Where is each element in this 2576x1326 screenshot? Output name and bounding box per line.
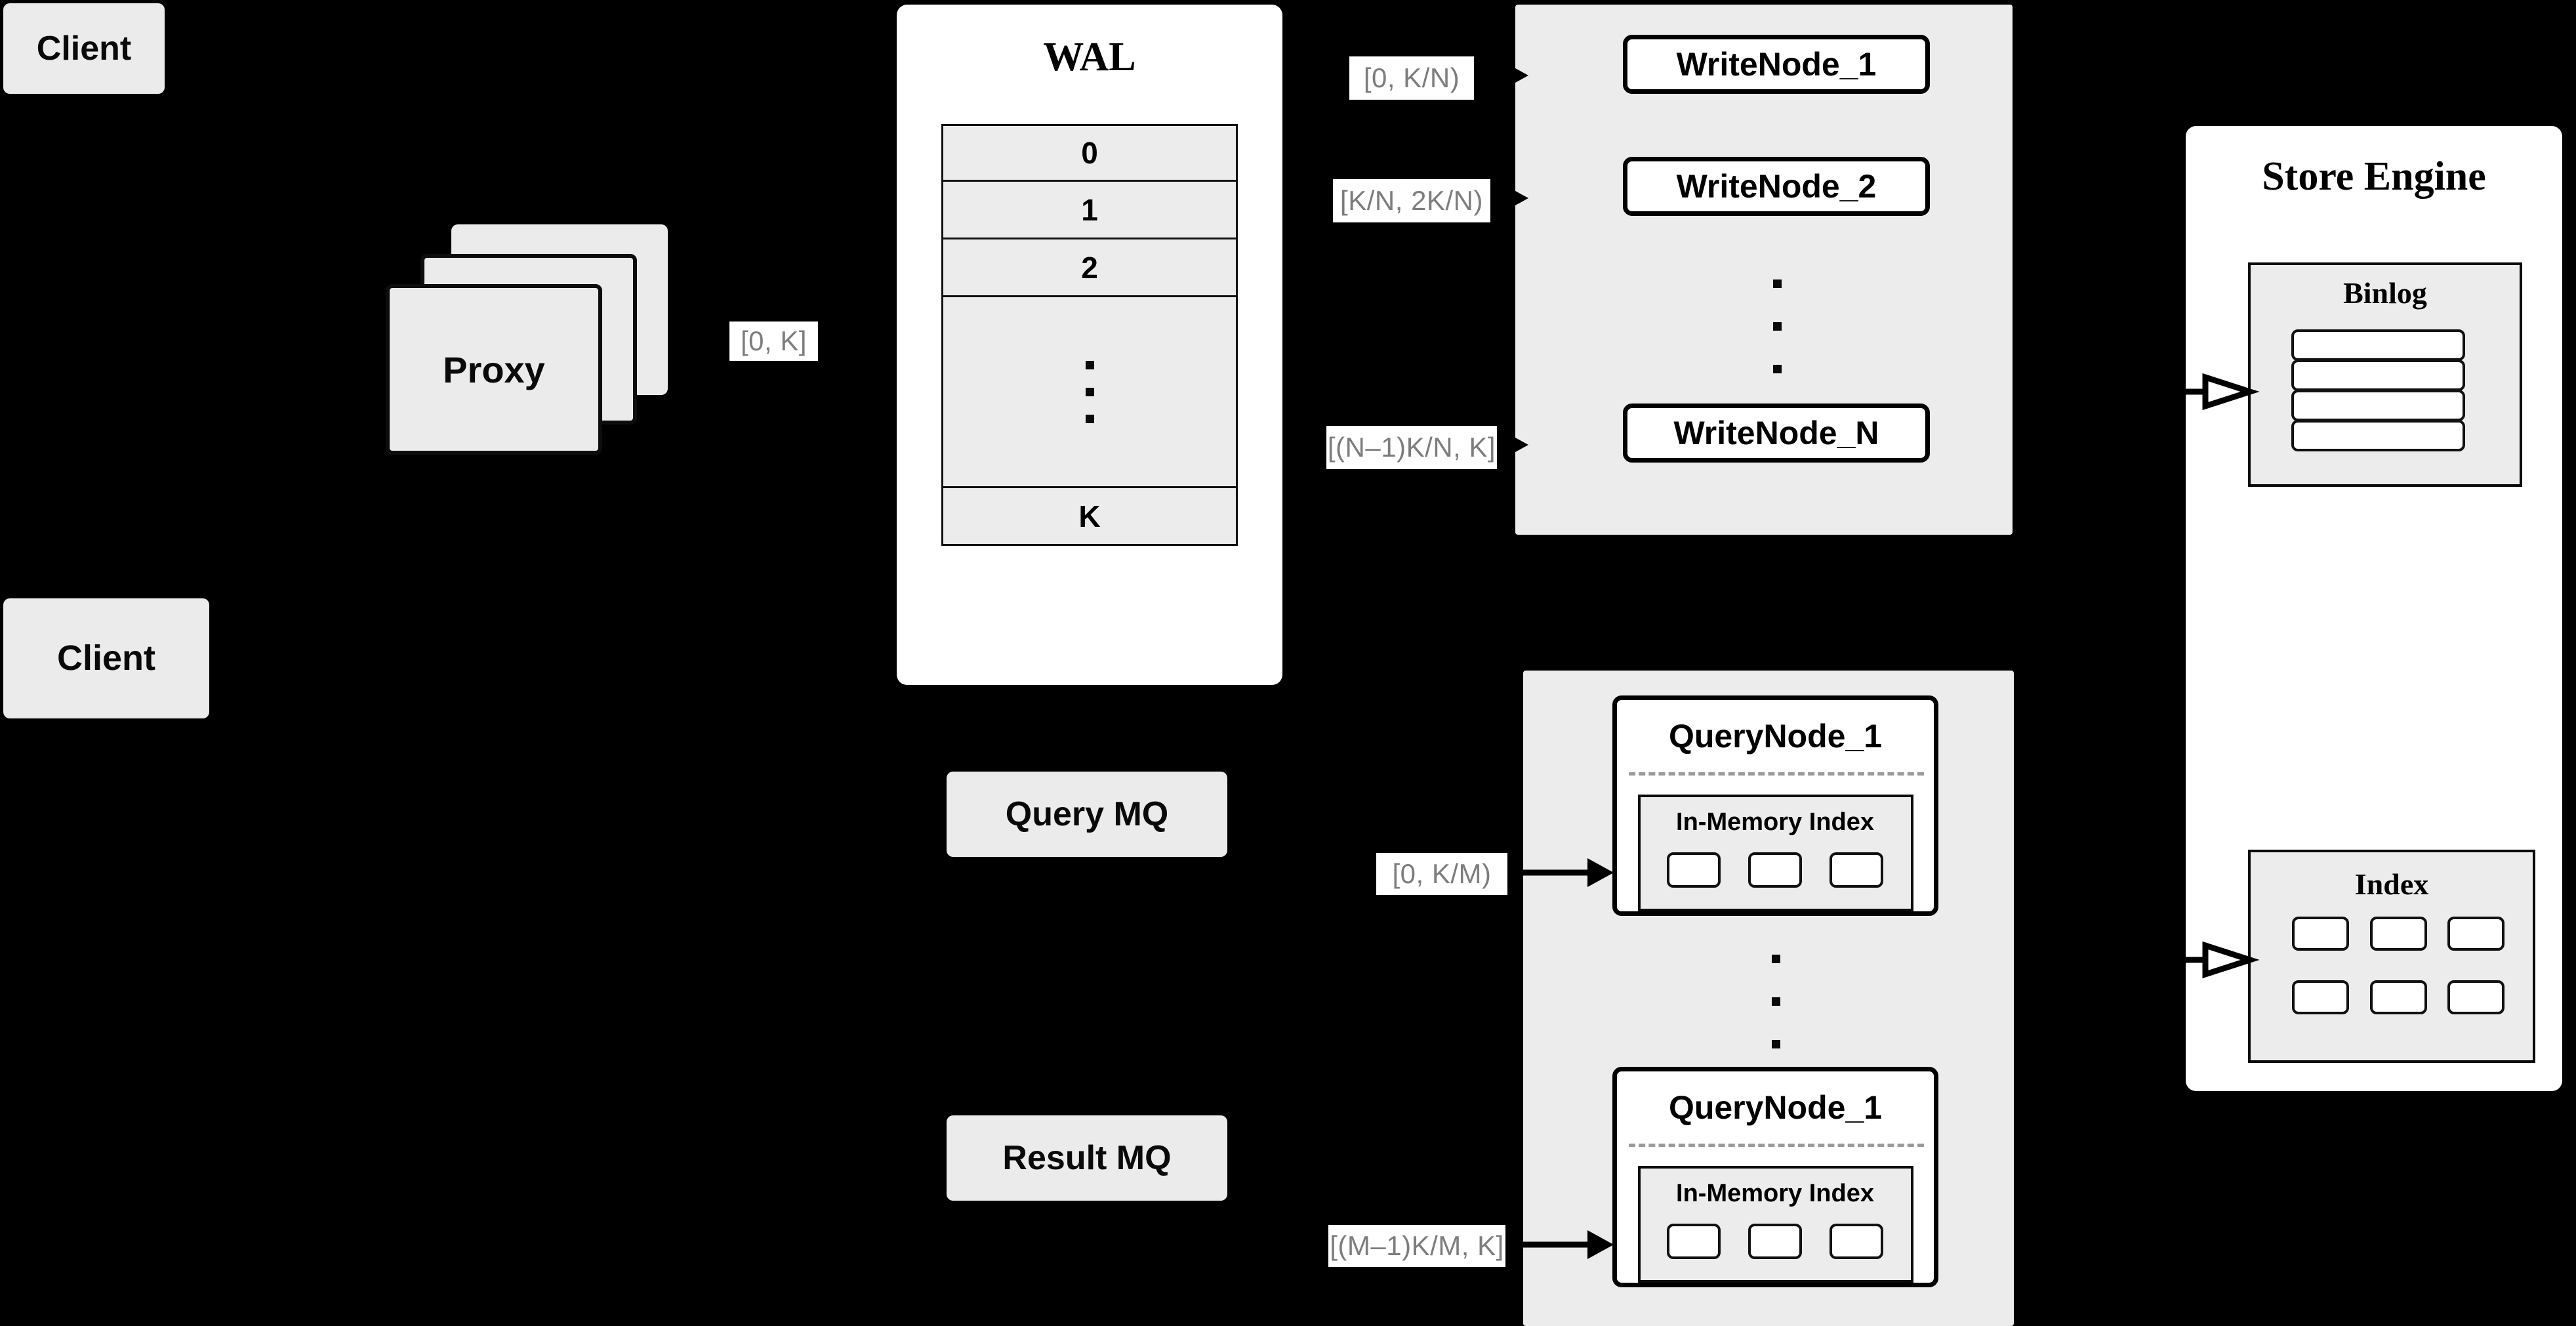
wal-row-2[interactable]: 2 [941, 239, 1238, 297]
edge-label-mq-to-query-1: [0, K/M) [1376, 853, 1507, 895]
in-memory-index-chip [1830, 1224, 1883, 1259]
wal-row-1-label: 1 [1081, 192, 1098, 227]
binlog-row [2291, 329, 2465, 361]
index-title-wrap: Index [2251, 864, 2533, 903]
client-node-1[interactable]: Client [3, 3, 165, 94]
query-node-2-in-memory-index-title-wrap: In-Memory Index [1641, 1176, 1910, 1211]
client-node-2-label: Client [56, 638, 155, 678]
wal-row-1[interactable]: 1 [941, 182, 1238, 239]
result-mq-node[interactable]: Result MQ [947, 1115, 1227, 1201]
client-node-1-label: Client [36, 29, 132, 68]
write-node-2[interactable]: WriteNode_2 [1623, 157, 1930, 216]
query-node-2-divider [1629, 1144, 1924, 1147]
wal-row-ellipsis [941, 297, 1238, 488]
binlog-title-wrap: Binlog [2251, 273, 2520, 312]
index-chip [2370, 917, 2427, 951]
query-node-1-label: QueryNode_1 [1668, 718, 1883, 755]
index-box: Index [2248, 850, 2535, 1063]
write-node-n-label: WriteNode_N [1673, 415, 1879, 451]
query-node-2[interactable]: QueryNode_1 In-Memory Index [1612, 1067, 1938, 1287]
write-cluster-ellipsis [1728, 267, 1826, 385]
arrow-to-binlog [2158, 373, 2260, 411]
edge-label-wal-to-write-n: [(N–1)K/N, K] [1326, 426, 1497, 469]
query-node-1-in-memory-index-title-wrap: In-Memory Index [1641, 805, 1910, 839]
in-memory-index-chip [1667, 852, 1721, 888]
query-node-2-in-memory-index: In-Memory Index [1638, 1166, 1913, 1283]
query-node-2-in-memory-index-title: In-Memory Index [1676, 1179, 1874, 1207]
query-node-1-label-wrap: QueryNode_1 [1617, 715, 1934, 758]
result-mq-label: Result MQ [1002, 1138, 1172, 1177]
binlog-title: Binlog [2343, 276, 2427, 310]
index-chip [2447, 980, 2504, 1014]
binlog-row [2291, 420, 2465, 451]
wal-title-text: WAL [1043, 34, 1136, 79]
wal-row-k-label: K [1078, 499, 1101, 533]
store-engine-title-text: Store Engine [2262, 154, 2486, 199]
index-chip [2447, 917, 2504, 951]
in-memory-index-chip [1830, 852, 1883, 888]
edge-label-wal-to-write-n-text: [(N–1)K/N, K] [1327, 432, 1496, 463]
query-node-2-label-wrap: QueryNode_1 [1617, 1086, 1934, 1129]
wal-title: WAL [897, 33, 1282, 81]
write-node-2-label: WriteNode_2 [1676, 168, 1877, 205]
in-memory-index-chip [1748, 852, 1802, 888]
query-node-cluster: QueryNode_1 In-Memory Index QueryNode_1 [1523, 671, 2014, 1326]
write-node-1-label: WriteNode_1 [1676, 46, 1877, 83]
client-node-2[interactable]: Client [3, 598, 209, 718]
edge-label-mq-to-query-m-text: [(M–1)K/M, K] [1330, 1230, 1504, 1261]
query-mq-node[interactable]: Query MQ [947, 772, 1227, 857]
index-chip [2370, 980, 2427, 1014]
wal-ellipsis-dots [1085, 360, 1094, 423]
index-title: Index [2354, 867, 2429, 901]
edge-label-mq-to-query-m: [(M–1)K/M, K] [1328, 1225, 1505, 1267]
query-node-1-in-memory-index-title: In-Memory Index [1676, 808, 1874, 836]
edge-label-wal-to-write-2-text: [K/N, 2K/N) [1340, 185, 1483, 216]
wal-row-2-label: 2 [1081, 250, 1098, 285]
query-mq-label: Query MQ [1005, 795, 1169, 833]
store-engine-title: Store Engine [2186, 152, 2562, 201]
edge-label-mq-to-query-1-text: [0, K/M) [1392, 858, 1492, 889]
in-memory-index-chip [1667, 1224, 1721, 1259]
wal-panel: WAL 0 1 2 K [897, 5, 1282, 685]
query-cluster-ellipsis [1727, 942, 1825, 1060]
wal-row-k[interactable]: K [941, 488, 1238, 546]
store-engine-panel: Store Engine Binlog Index [2186, 126, 2562, 1091]
edge-label-proxy-to-wal: [0, K] [729, 321, 818, 361]
edge-label-wal-to-write-1-text: [0, K/N) [1363, 62, 1460, 93]
query-node-2-label: QueryNode_1 [1668, 1089, 1883, 1126]
query-node-1[interactable]: QueryNode_1 In-Memory Index [1612, 695, 1938, 916]
in-memory-index-chip [1748, 1224, 1802, 1259]
query-node-1-divider [1629, 772, 1924, 776]
proxy-node-label: Proxy [443, 348, 545, 390]
edge-label-wal-to-write-2: [K/N, 2K/N) [1333, 179, 1490, 222]
index-chip [2292, 980, 2349, 1014]
query-node-1-in-memory-index: In-Memory Index [1638, 795, 1913, 911]
wal-row-0-label: 0 [1081, 136, 1098, 170]
wal-row-0[interactable]: 0 [941, 124, 1238, 182]
write-node-n[interactable]: WriteNode_N [1623, 404, 1930, 463]
edge-label-proxy-to-wal-text: [0, K] [740, 325, 808, 356]
proxy-node[interactable]: Proxy [386, 284, 602, 455]
arrow-to-index [2158, 941, 2260, 979]
binlog-box: Binlog [2248, 262, 2522, 487]
write-node-1[interactable]: WriteNode_1 [1623, 35, 1930, 94]
binlog-row [2291, 390, 2465, 421]
binlog-row [2291, 360, 2465, 391]
index-chip [2292, 917, 2349, 951]
edge-label-wal-to-write-1: [0, K/N) [1349, 56, 1474, 100]
write-node-cluster: WriteNode_1 WriteNode_2 WriteNode_N [1515, 5, 2013, 535]
